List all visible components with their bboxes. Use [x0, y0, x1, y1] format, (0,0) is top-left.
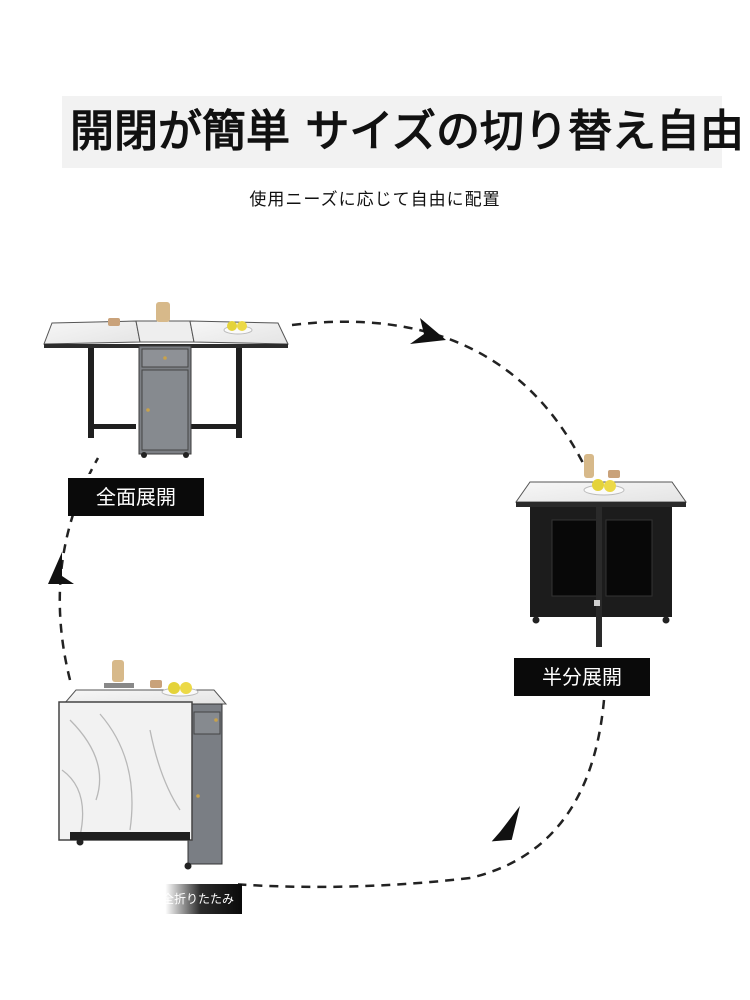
table-folded	[58, 660, 228, 870]
mode-label-full-expanded: 全面展開	[68, 478, 204, 516]
page-title: 開閉が簡単 サイズの切り替え自由	[70, 106, 744, 157]
arrow-path-top	[291, 320, 586, 466]
arrowhead-left	[48, 552, 74, 584]
page-subtitle: 使用ニーズに応じて自由に配置	[249, 190, 501, 210]
mode-label-folded: 完全折りたたみ	[124, 884, 242, 914]
arrowhead-right	[491, 805, 520, 842]
headline-background	[62, 96, 722, 168]
table-full-expanded	[43, 302, 289, 458]
arrow-path-bottom	[231, 876, 471, 889]
table-half-expanded	[515, 454, 687, 647]
arrowheads	[48, 318, 520, 842]
arrow-path-right	[469, 699, 606, 880]
mode-label-half-expanded: 半分展開	[514, 658, 650, 696]
arrowhead-top	[410, 318, 446, 344]
